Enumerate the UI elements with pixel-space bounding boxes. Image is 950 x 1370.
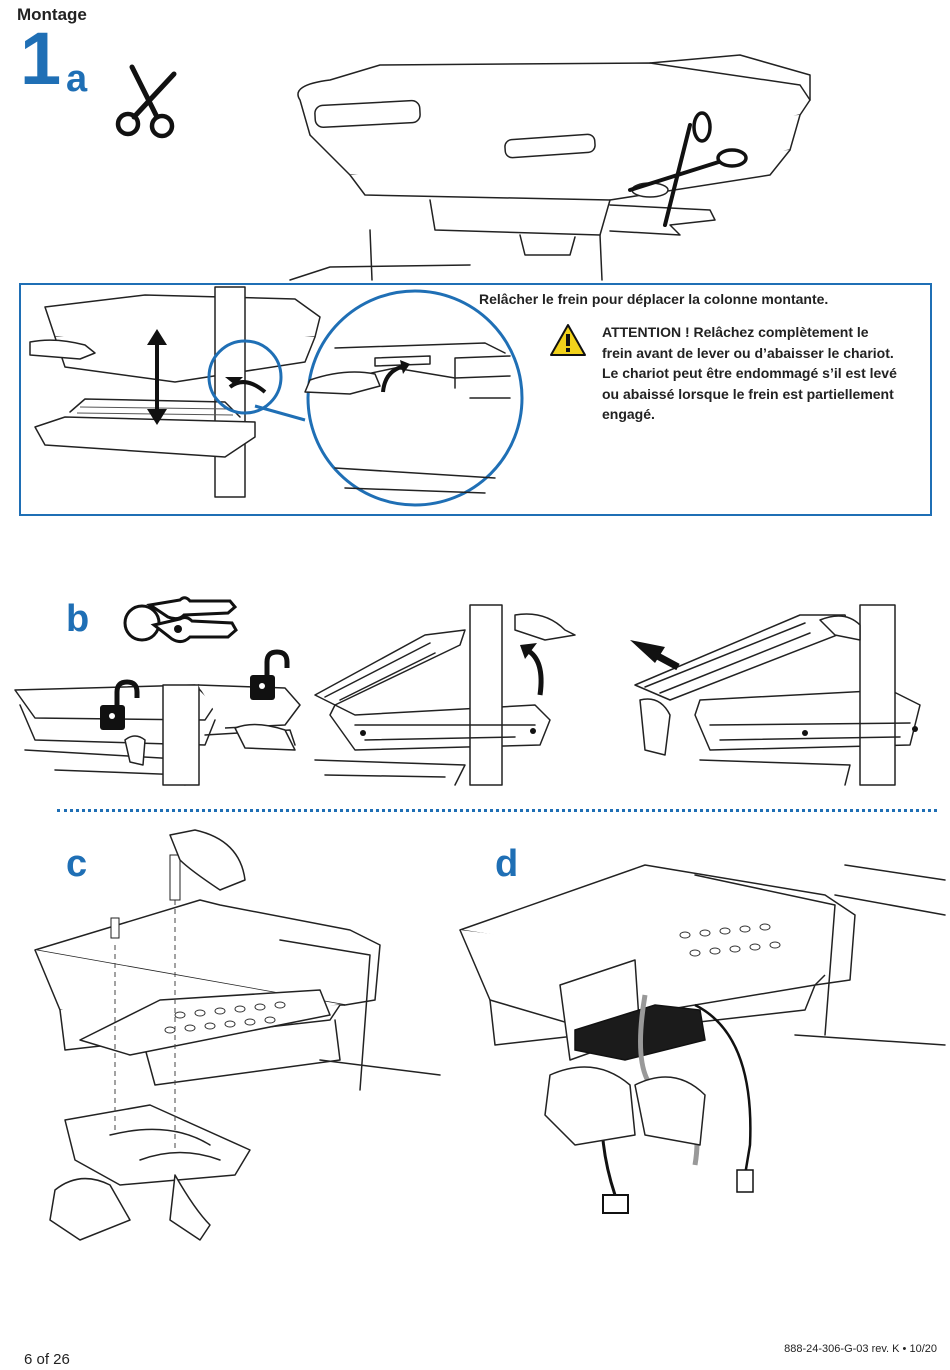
brake-instruction: Relâcher le frein pour déplacer la colon… (479, 291, 828, 307)
substep-a-label: a (66, 60, 87, 98)
screw-mount-illustration (20, 830, 440, 1240)
page-number: 6 of 26 (24, 1351, 70, 1368)
substep-b-label: b (66, 600, 89, 638)
section-divider (57, 809, 937, 812)
scissors-icon (112, 62, 182, 142)
step-number: 1 (20, 22, 59, 96)
cart-top-illustration (270, 55, 830, 280)
power-box-install-illustration (455, 835, 945, 1235)
document-reference: 888-24-306-G-03 rev. K • 10/20 (784, 1343, 937, 1355)
warning-icon (549, 323, 587, 357)
keys-icon (120, 595, 240, 650)
tray-lift-illustration (620, 605, 940, 785)
tray-tilt-illustration (315, 605, 585, 785)
warning-text: ATTENTION ! Relâchez complètement le fre… (602, 322, 902, 425)
unlock-tray-illustration (15, 650, 305, 785)
brake-detail-zoom (255, 288, 525, 513)
